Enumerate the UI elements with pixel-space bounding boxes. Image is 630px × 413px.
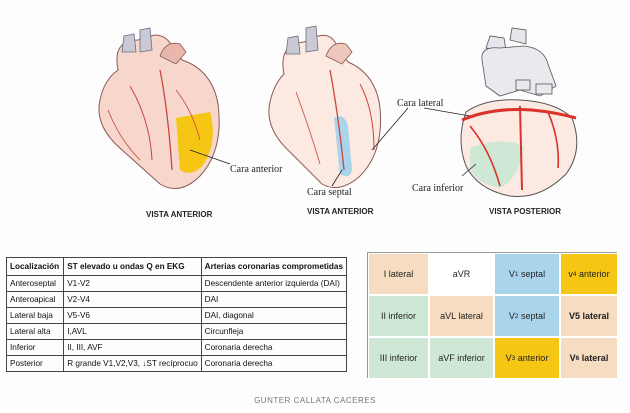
label-cara-lateral: Cara lateral xyxy=(397,98,444,109)
cell-arteria: DAI, diagonal xyxy=(200,307,348,324)
lead-cell: I lateral xyxy=(368,253,429,295)
lead-label: V xyxy=(569,353,576,363)
lead-cell: II inferior xyxy=(368,295,429,337)
lead-suffix: lateral xyxy=(579,353,609,363)
lead-label: V5 lateral xyxy=(568,311,610,321)
heart-anterior-view-2 xyxy=(268,25,409,189)
cell-arteria: Coronaria derecha xyxy=(200,339,348,356)
lead-label: v xyxy=(568,269,573,279)
lead-label: III inferior xyxy=(379,353,418,363)
lead-cell: aVF inferior xyxy=(429,337,494,379)
cell-st: R grande V1,V2,V3, ↓ST recíprocuo xyxy=(63,355,202,372)
lead-label: V xyxy=(508,269,515,279)
lead-subscript: 4 xyxy=(572,270,577,278)
cell-st: II, III, AVF xyxy=(63,339,202,356)
cell-localizacion: Inferior xyxy=(5,339,65,356)
lead-label: aVR xyxy=(452,269,471,279)
header-localizacion: Localización xyxy=(5,257,65,276)
table-header-row: Localización ST elevado u ondas Q en EKG… xyxy=(5,257,348,276)
lead-suffix: septal xyxy=(518,311,546,321)
heart-posterior-view xyxy=(423,27,578,198)
lead-suffix: anterior xyxy=(576,269,610,279)
table-row: Anteroseptal V1-V2 Descendente anterior … xyxy=(5,275,348,292)
table-row: Posterior R grande V1,V2,V3, ↓ST recípro… xyxy=(5,355,348,372)
caption-vista-anterior-1: VISTA ANTERIOR xyxy=(146,210,213,219)
header-st-elevado: ST elevado u ondas Q en EKG xyxy=(63,257,202,276)
label-cara-anterior: Cara anterior xyxy=(230,164,283,175)
lead-cell: aVR xyxy=(429,253,494,295)
table-row: Inferior II, III, AVF Coronaria derecha xyxy=(5,339,348,356)
cell-arteria: DAI xyxy=(200,291,348,308)
caption-vista-posterior: VISTA POSTERIOR xyxy=(489,207,562,216)
lead-subscript: 6 xyxy=(575,354,580,362)
lead-label: V xyxy=(508,311,515,321)
cell-localizacion: Anteroseptal xyxy=(5,275,65,292)
label-cara-septal: Cara septal xyxy=(307,187,352,198)
label-cara-inferior: Cara inferior xyxy=(412,183,464,194)
cell-arteria: Descendente anterior izquierda (DAI) xyxy=(200,275,348,292)
cell-localizacion: Lateral baja xyxy=(5,307,65,324)
ekg-localization-table: Localización ST elevado u ondas Q en EKG… xyxy=(5,257,348,372)
heart-illustrations xyxy=(98,25,578,198)
cell-st: I,AVL xyxy=(63,323,202,340)
lead-cell: aVL lateral xyxy=(429,295,494,337)
cell-st: V1-V2 xyxy=(63,275,202,292)
lead-label: aVL lateral xyxy=(440,311,483,321)
lead-label: V xyxy=(505,353,512,363)
header-arterias: Arterias coronarias comprometidas xyxy=(200,257,348,276)
lead-suffix: anterior xyxy=(515,353,549,363)
table-row: Lateral baja V5-V6 DAI, diagonal xyxy=(5,307,348,324)
lead-subscript: 3 xyxy=(511,354,516,362)
table-row: Anteroapical V2-V4 DAI xyxy=(5,291,348,308)
cell-localizacion: Anteroapical xyxy=(5,291,65,308)
lead-subscript: 2 xyxy=(514,312,519,320)
lead-subscript: 1 xyxy=(514,270,519,278)
cell-st: V2-V4 xyxy=(63,291,202,308)
author-credit: GUNTER CALLATA CACERES xyxy=(254,396,376,405)
lead-label: aVF inferior xyxy=(438,353,485,363)
cell-localizacion: Lateral alta xyxy=(5,323,65,340)
heart-anterior-view-1 xyxy=(98,27,231,189)
lead-suffix: septal xyxy=(518,269,546,279)
caption-vista-anterior-2: VISTA ANTERIOR xyxy=(307,207,374,216)
cell-arteria: Coronaria derecha xyxy=(200,355,348,372)
cell-localizacion: Posterior xyxy=(5,355,65,372)
cell-arteria: Circunfleja xyxy=(200,323,348,340)
lead-cell: III inferior xyxy=(368,337,429,379)
cell-st: V5-V6 xyxy=(63,307,202,324)
lead-cell: V5 lateral xyxy=(560,295,618,337)
lead-label: I lateral xyxy=(383,269,414,279)
lead-label: II inferior xyxy=(380,311,416,321)
table-row: Lateral alta I,AVL Circunfleja xyxy=(5,323,348,340)
